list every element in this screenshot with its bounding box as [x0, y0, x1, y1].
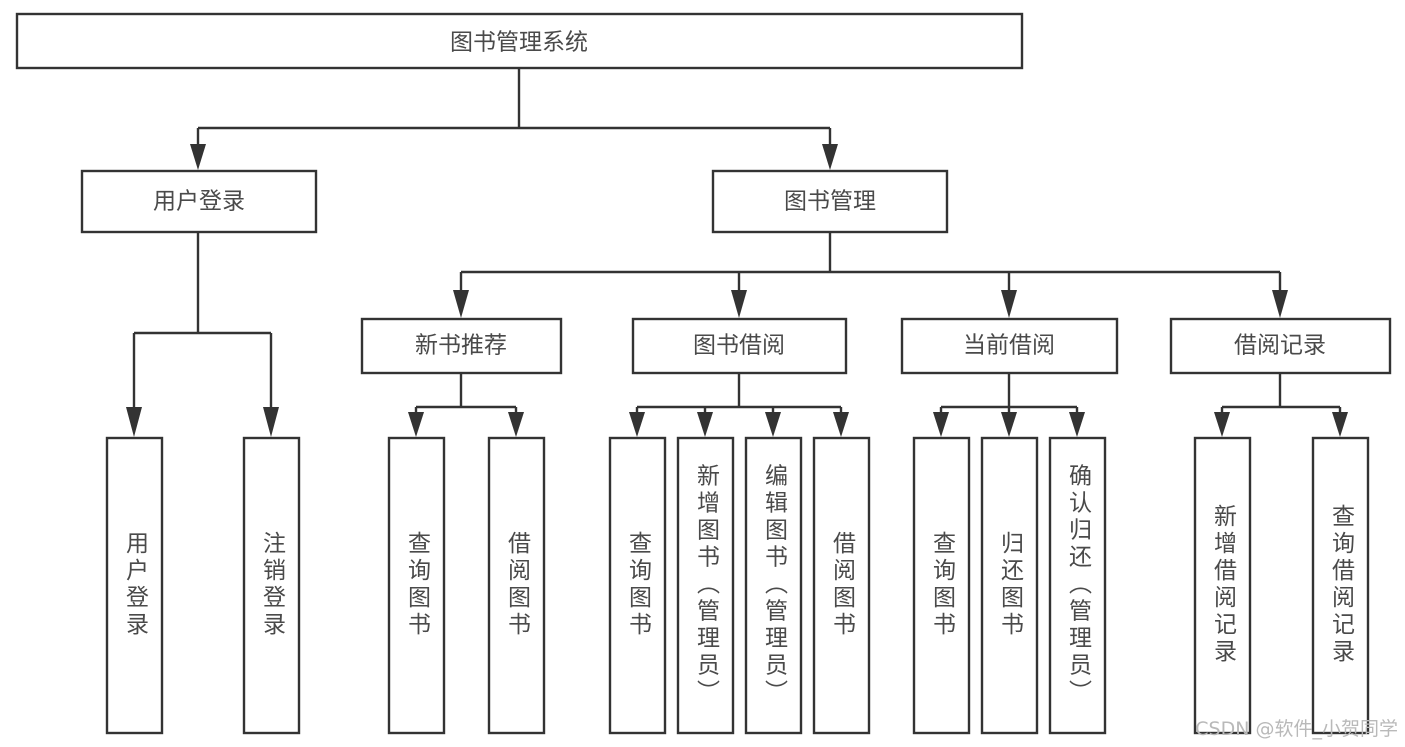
leaf-new-book-query-label: 查询图书: [404, 531, 432, 639]
node-user-login-box: [80, 169, 318, 234]
leaf-new-book-borrow[interactable]: 借阅图书: [487, 436, 546, 735]
node-user-login[interactable]: 用户登录: [80, 169, 318, 234]
node-borrow-record-box: [1169, 317, 1392, 375]
arrow-record-leaf2: [1332, 412, 1348, 437]
arrow-bookmgmt-to-current: [1001, 290, 1017, 318]
leaf-borrow-add-book-label: 新增图书（管理员）: [693, 464, 721, 707]
leaf-current-query-book-box: [912, 436, 971, 735]
leaf-borrow-query-book[interactable]: 查询图书: [608, 436, 667, 735]
connector-layer: [126, 68, 1348, 437]
leaf-user-login-logout-label: 注销登录: [259, 531, 287, 639]
leaf-user-login-logout[interactable]: 注销登录: [242, 436, 301, 735]
leaf-borrow-edit-book-box: [744, 436, 803, 735]
arrow-borrow-leaf3: [765, 412, 781, 437]
leaf-borrow-add-book-box: [676, 436, 735, 735]
arrow-borrow-leaf4: [833, 412, 849, 437]
node-book-borrow-label: 图书借阅: [693, 333, 785, 359]
leaf-current-confirm-return[interactable]: 确认归还（管理员）: [1048, 436, 1107, 735]
node-user-login-label: 用户登录: [153, 189, 245, 215]
leaf-record-query-record[interactable]: 查询借阅记录: [1311, 436, 1370, 735]
leaf-current-confirm-return-box: [1048, 436, 1107, 735]
arrow-record-leaf1: [1214, 412, 1230, 437]
leaf-new-book-query-box: [387, 436, 446, 735]
leaf-borrow-add-book[interactable]: 新增图书（管理员）: [676, 436, 735, 735]
node-root-box: [15, 12, 1024, 70]
leaf-borrow-borrow-book-label: 借阅图书: [829, 531, 857, 639]
arrow-bookmgmt-to-record: [1272, 290, 1288, 318]
leaf-borrow-query-book-label: 查询图书: [625, 531, 653, 639]
leaf-current-return-book-box: [980, 436, 1039, 735]
arrow-root-to-user-login: [190, 144, 206, 170]
node-book-management-box: [711, 169, 949, 234]
leaf-record-add-record[interactable]: 新增借阅记录: [1193, 436, 1252, 735]
node-current-borrow[interactable]: 当前借阅: [900, 317, 1119, 375]
node-borrow-record[interactable]: 借阅记录: [1169, 317, 1392, 375]
node-root-label: 图书管理系统: [450, 30, 588, 56]
arrow-bookmgmt-to-newbook: [453, 290, 469, 318]
csdn-watermark: CSDN @软件_小贺同学: [1195, 718, 1398, 740]
arrow-userlogin-leaf2: [263, 407, 279, 437]
leaf-new-book-query[interactable]: 查询图书: [387, 436, 446, 735]
arrow-borrow-leaf1: [629, 412, 645, 437]
arrow-current-leaf1: [933, 412, 949, 437]
leaf-borrow-edit-book-label: 编辑图书（管理员）: [761, 464, 789, 707]
arrow-bookmgmt-to-borrow: [731, 290, 747, 318]
node-current-borrow-label: 当前借阅: [963, 333, 1055, 359]
leaf-current-query-book[interactable]: 查询图书: [912, 436, 971, 735]
node-book-management-label: 图书管理: [784, 189, 876, 215]
node-root-book-management-system[interactable]: 图书管理系统: [15, 12, 1024, 70]
leaf-record-query-record-box: [1311, 436, 1370, 735]
leaf-new-book-borrow-box: [487, 436, 546, 735]
node-borrow-record-label: 借阅记录: [1234, 333, 1326, 359]
arrow-newbook-leaf1: [408, 412, 424, 437]
leaf-record-add-record-box: [1193, 436, 1252, 735]
arrow-root-to-book-mgmt: [822, 144, 838, 170]
leaf-user-login-logout-box: [242, 436, 301, 735]
leaf-current-return-book[interactable]: 归还图书: [980, 436, 1039, 735]
leaf-record-query-record-label: 查询借阅记录: [1328, 504, 1356, 666]
node-book-management[interactable]: 图书管理: [711, 169, 949, 234]
leaf-current-query-book-label: 查询图书: [929, 531, 957, 639]
leaf-borrow-edit-book[interactable]: 编辑图书（管理员）: [744, 436, 803, 735]
node-book-borrow-box: [631, 317, 848, 375]
node-book-borrow[interactable]: 图书借阅: [631, 317, 848, 375]
arrow-current-leaf2: [1001, 412, 1017, 437]
node-current-borrow-box: [900, 317, 1119, 375]
arrow-userlogin-leaf1: [126, 407, 142, 437]
arrow-borrow-leaf2: [697, 412, 713, 437]
leaf-user-login-login-box: [105, 436, 164, 735]
node-new-book-recommend[interactable]: 新书推荐: [360, 317, 563, 375]
leaf-new-book-borrow-label: 借阅图书: [504, 531, 532, 639]
leaf-borrow-borrow-book-box: [812, 436, 871, 735]
leaf-current-return-book-label: 归还图书: [997, 531, 1025, 639]
leaf-record-add-record-label: 新增借阅记录: [1210, 504, 1238, 666]
leaf-user-login-login-label: 用户登录: [122, 531, 150, 639]
leaf-current-confirm-return-label: 确认归还（管理员）: [1065, 464, 1093, 707]
node-new-book-recommend-label: 新书推荐: [415, 333, 507, 359]
leaf-borrow-query-book-box: [608, 436, 667, 735]
arrow-current-leaf3: [1069, 412, 1085, 437]
leaf-borrow-borrow-book[interactable]: 借阅图书: [812, 436, 871, 735]
node-new-book-recommend-box: [360, 317, 563, 375]
leaf-user-login-login[interactable]: 用户登录: [105, 436, 164, 735]
arrow-newbook-leaf2: [508, 412, 524, 437]
